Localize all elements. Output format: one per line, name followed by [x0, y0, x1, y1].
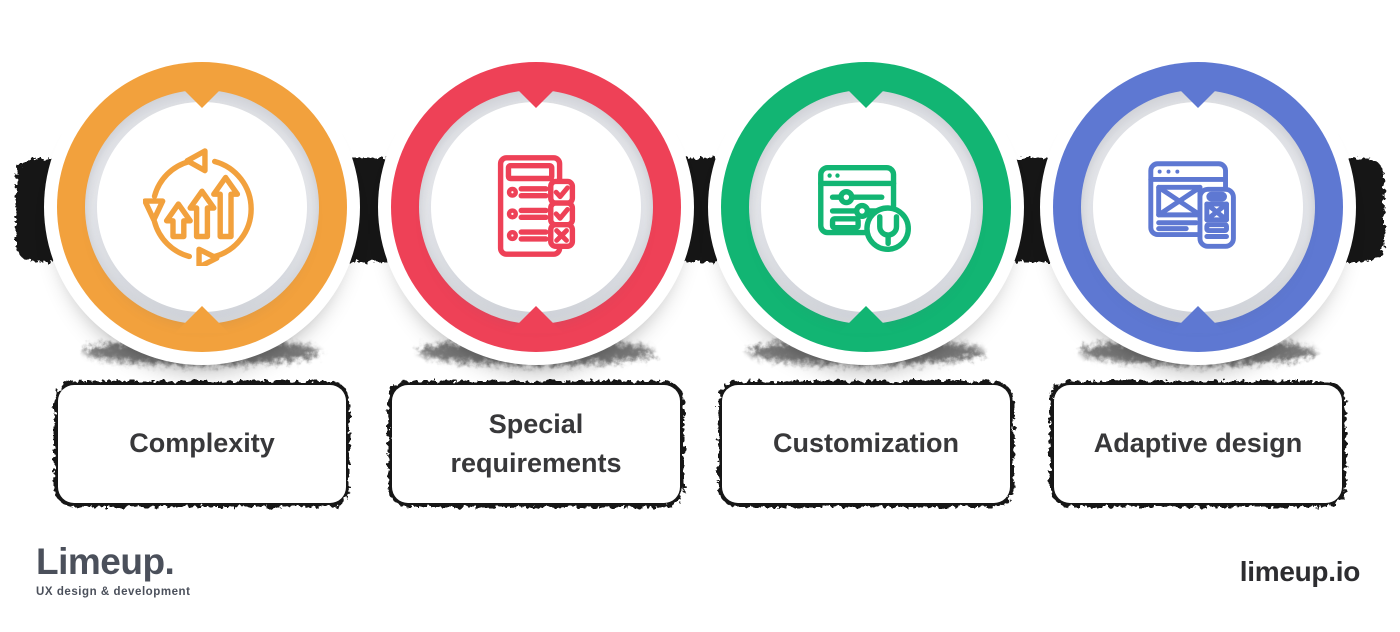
step-label: Customization — [773, 428, 959, 459]
circle-inner-disc — [419, 90, 653, 324]
requirements-checklist-icon — [391, 62, 681, 352]
step-circle — [721, 62, 1011, 352]
website-url: limeup.io — [1239, 556, 1361, 587]
step-label: Adaptive design — [1093, 428, 1303, 459]
circle-inner-disc — [85, 90, 319, 324]
step-card: Customization — [722, 385, 1010, 503]
step-customization: Customization — [721, 62, 1011, 503]
step-card: Complexity — [58, 385, 346, 503]
growth-arrows-cycle-icon — [57, 62, 347, 352]
settings-sliders-wrench-icon — [721, 62, 1011, 352]
step-label: Complexity — [129, 428, 275, 459]
step-circle — [1053, 62, 1343, 352]
step-circle — [57, 62, 347, 352]
circle-inner-disc — [1081, 90, 1315, 324]
step-complexity: Complexity — [57, 62, 347, 503]
step-adaptive-design: Adaptive design — [1053, 62, 1343, 503]
logo-tagline: UX design & development — [36, 586, 191, 598]
connector-band — [16, 158, 1384, 262]
step-special-requirements: Special requirements — [391, 62, 681, 503]
step-card: Special requirements — [392, 385, 680, 503]
step-circle — [391, 62, 681, 352]
step-card: Adaptive design — [1054, 385, 1342, 503]
logo-wordmark: Limeup. — [36, 541, 175, 582]
responsive-layout-icon — [1053, 62, 1343, 352]
limeup-logo: Limeup. UX design & development — [36, 541, 191, 598]
step-label: Special requirements — [450, 408, 622, 478]
